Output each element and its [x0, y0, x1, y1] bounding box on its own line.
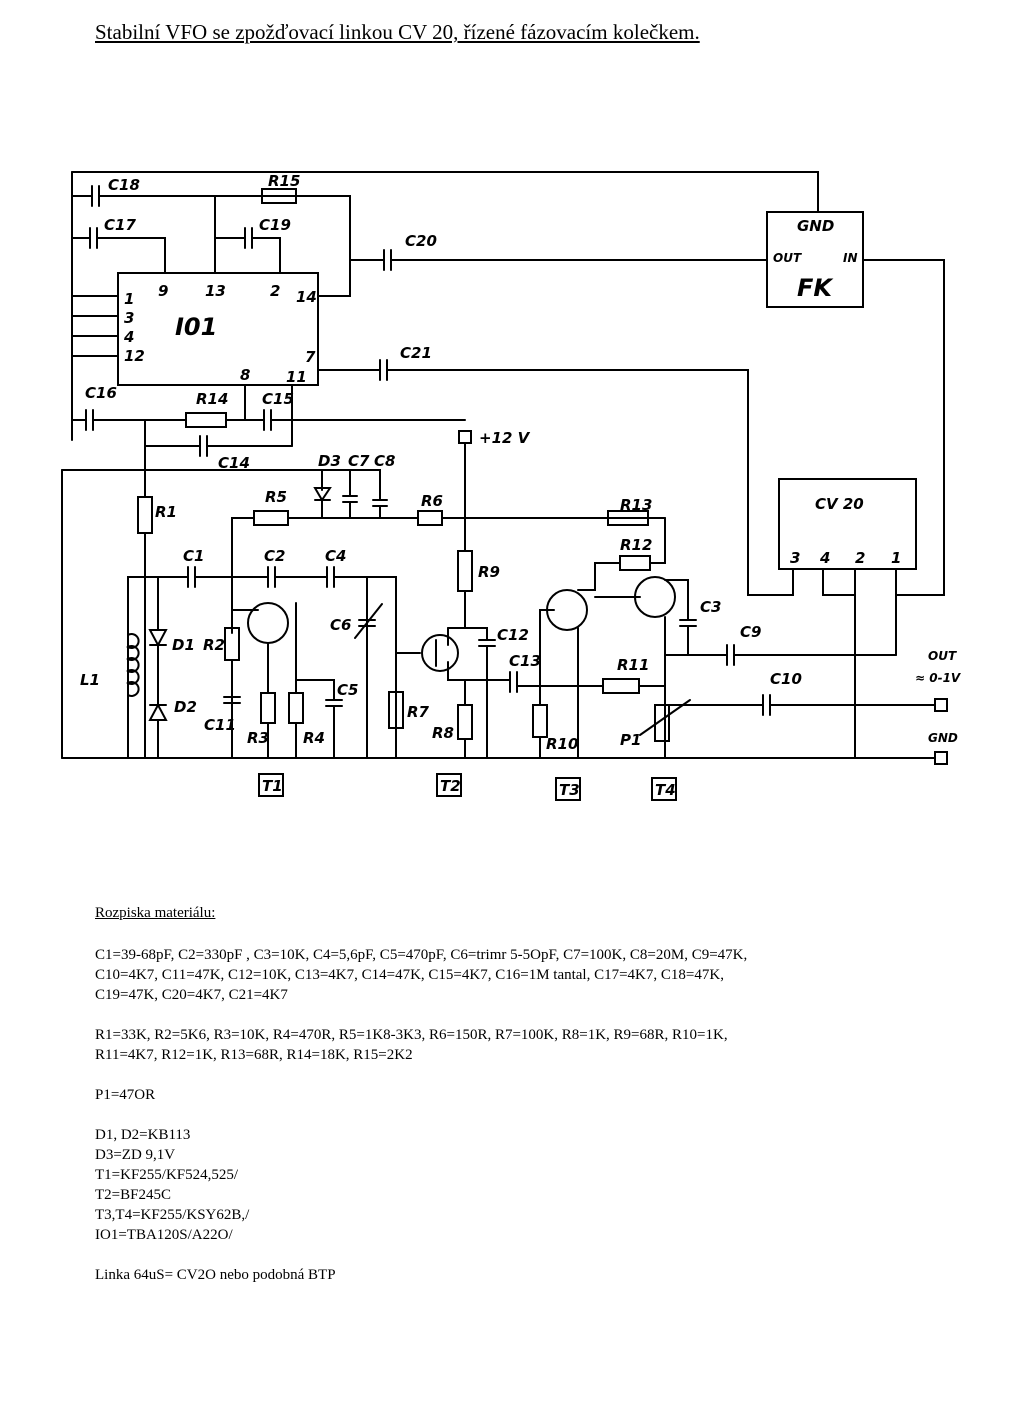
label-t3: T3: [559, 781, 580, 799]
bom-res-line: R11=4K7, R12=1K, R13=68R, R14=18K, R15=2…: [95, 1047, 413, 1063]
ic-pin-14: 14: [296, 288, 317, 306]
label-r13: R13: [620, 496, 652, 514]
label-d2: D2: [174, 698, 197, 716]
ic-pin-12: 12: [124, 347, 145, 365]
ic-pin-8: 8: [240, 366, 250, 384]
label-r7: R7: [407, 703, 430, 721]
bom-pot: P1=47OR: [95, 1087, 156, 1103]
bom-semi-line: T1=KF255/KF524,525/: [95, 1167, 239, 1183]
label-c14: C14: [218, 454, 250, 472]
ic-i01-body: [117, 272, 319, 386]
page-title: Stabilní VFO se zpožďovací linkou CV 20,…: [95, 20, 700, 44]
fk-gnd-label: GND: [797, 217, 834, 235]
bom-cap-line: C1=39-68pF, C2=330pF , C3=10K, C4=5,6pF,…: [95, 947, 748, 963]
label-out-level: ≈ 0-1V: [915, 671, 962, 685]
ic-pin-9: 9: [158, 282, 168, 300]
cv20-label: CV 20: [815, 495, 864, 513]
cv20-pin-2: 2: [855, 549, 865, 567]
label-r9: R9: [478, 563, 500, 581]
bom-semi-line: T2=BF245C: [95, 1187, 171, 1203]
label-c13: C10: [770, 670, 802, 688]
wiring: [61, 171, 948, 765]
label-r11: R11: [617, 656, 649, 674]
label-r14: R14: [196, 390, 228, 408]
ic-i01-label: I01: [175, 313, 217, 341]
label-t1: T1: [262, 777, 283, 795]
fk-out-label: OUT: [773, 251, 802, 265]
bom-semi-line: D1, D2=KB113: [95, 1127, 191, 1143]
bill-of-materials: Rozpiska materiálu: C1=39-68pF, C2=330pF…: [95, 903, 955, 1305]
fk-in-label: IN: [843, 251, 858, 265]
label-c4: C4: [325, 547, 346, 565]
ic-pin-13: 13: [205, 282, 226, 300]
schematic-diagram: I01 9 13 2 14 1 3 4 12 8 11 7 GND OUT IN…: [61, 171, 962, 801]
label-c19: C19: [259, 216, 291, 234]
label-c3: C11: [204, 716, 236, 734]
label-t2: T2: [440, 777, 461, 795]
label-c17: C17: [104, 216, 136, 234]
label-out: OUT: [928, 649, 957, 663]
label-r15: R15: [268, 172, 300, 190]
label-c1: C1: [183, 547, 204, 565]
bom-heading: Rozpiska materiálu:: [95, 905, 216, 921]
bom-semi-line: D3=ZD 9,1V: [95, 1147, 176, 1163]
cv20-block: [778, 478, 917, 570]
ic-pin-2: 2: [270, 282, 280, 300]
label-c12: C9: [740, 623, 761, 641]
label-r5: R5: [265, 488, 287, 506]
label-c9: C12: [497, 626, 529, 644]
bom-semi-line: IO1=TBA120S/A22O/: [95, 1227, 233, 1243]
bom-cap-line: C19=47K, C20=4K7, C21=4K7: [95, 987, 288, 1003]
label-l1: L1: [80, 671, 100, 689]
ic-pin-3: 3: [124, 309, 134, 327]
label-c10: C13: [509, 652, 541, 670]
label-r3: R3: [247, 729, 269, 747]
label-r10: R10: [546, 735, 578, 753]
label-supply: +12 V: [479, 429, 531, 447]
ic-pin-7: 7: [305, 348, 316, 366]
label-t4: T4: [655, 781, 676, 799]
label-r2: R2: [203, 636, 225, 654]
bom-res-line: R1=33K, R2=5K6, R3=10K, R4=470R, R5=1K8-…: [95, 1027, 728, 1043]
label-d1: D1: [172, 636, 195, 654]
cv20-pin-4: 4: [819, 549, 830, 567]
label-p1: P1: [620, 731, 641, 749]
label-c5: C5: [337, 681, 358, 699]
bom-capacitors: C1=39-68pF, C2=330pF , C3=10K, C4=5,6pF,…: [95, 945, 955, 1005]
label-c21: C21: [400, 344, 432, 362]
bom-delay-line: Linka 64uS= CV2O nebo podobná BTP: [95, 1267, 336, 1283]
label-c2: C2: [264, 547, 285, 565]
label-r12: R12: [620, 536, 652, 554]
label-c16: C16: [85, 384, 117, 402]
label-r8: R8: [432, 724, 454, 742]
bom-semi-line: T3,T4=KF255/KSY62B,/: [95, 1207, 250, 1223]
label-c18: C18: [108, 176, 140, 194]
ic-pin-11: 11: [286, 368, 307, 386]
label-r6: R6: [421, 492, 443, 510]
fk-name-label: FK: [797, 274, 834, 302]
component-labels: C18 R15 C17 C19 C20 C21 C16 R14 C15 C14 …: [80, 172, 962, 753]
transistor-labels: T1 T2 T3 T4: [258, 773, 677, 801]
ic-pin-4: 4: [123, 328, 134, 346]
label-c15: C15: [262, 390, 294, 408]
bom-cap-line: C10=4K7, C11=47K, C12=10K, C13=4K7, C14=…: [95, 967, 724, 983]
label-c7: C7: [348, 452, 370, 470]
label-c20: C20: [405, 232, 437, 250]
label-r4: R4: [303, 729, 325, 747]
cv20-pin-1: 1: [891, 549, 901, 567]
label-r1: R1: [155, 503, 177, 521]
label-gnd: GND: [928, 731, 958, 745]
cv20-pin-3: 3: [790, 549, 800, 567]
bom-resistors: R1=33K, R2=5K6, R3=10K, R4=470R, R5=1K8-…: [95, 1025, 955, 1065]
ic-pin-1: 1: [124, 290, 134, 308]
label-c11: C3: [700, 598, 721, 616]
label-d3: D3: [318, 452, 341, 470]
label-c6: C6: [330, 616, 351, 634]
bom-semis: D1, D2=KB113 D3=ZD 9,1V T1=KF255/KF524,5…: [95, 1125, 955, 1245]
label-c8: C8: [374, 452, 395, 470]
